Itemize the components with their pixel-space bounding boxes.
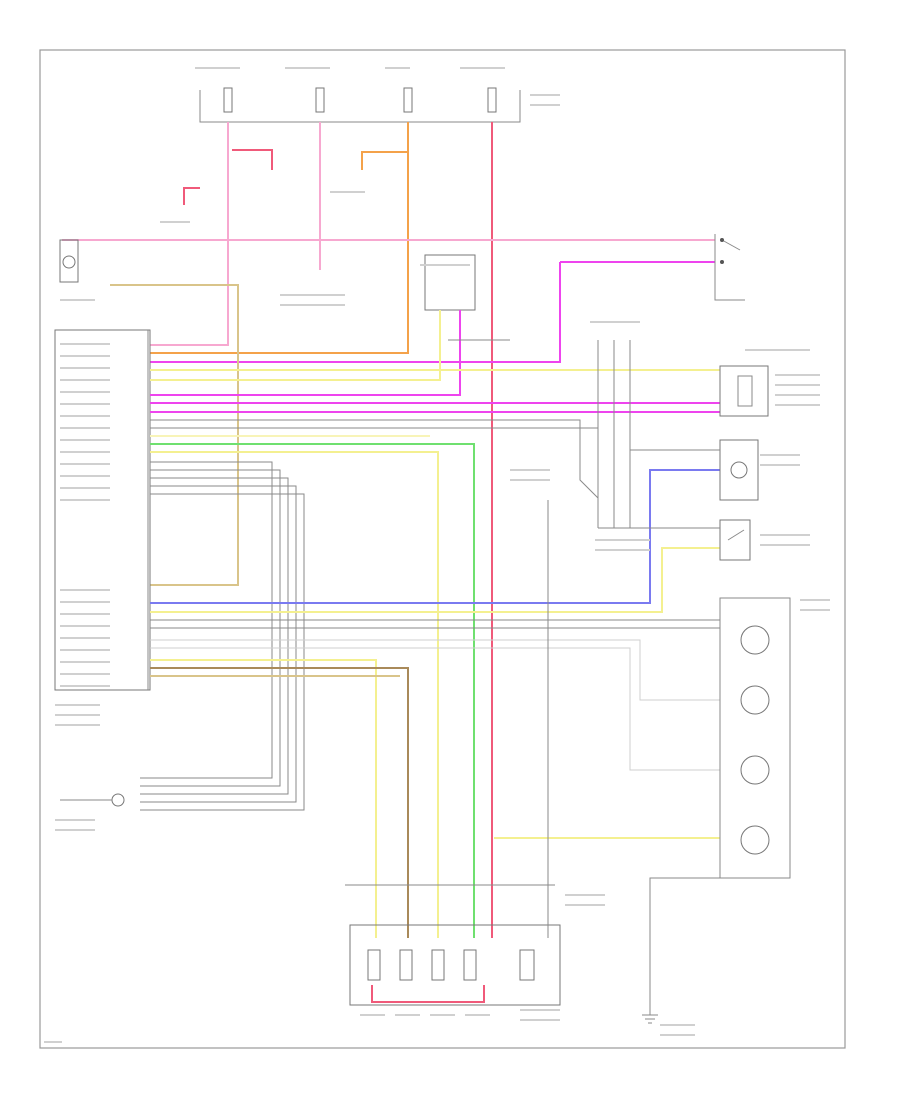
diagram-frame	[39, 49, 846, 1049]
solenoid-icon	[719, 365, 769, 417]
sensor-icon	[719, 439, 759, 501]
wire-gray-long	[150, 419, 599, 499]
ground-icon	[642, 1014, 658, 1024]
wire-lightgray-low	[150, 639, 720, 701]
wire-lightgray-low2	[150, 647, 720, 771]
fuse-block-bracket	[199, 90, 521, 123]
wire-gray-bundle5	[140, 493, 305, 811]
fuse-icon	[487, 87, 497, 113]
wire-yellow-low	[150, 547, 720, 613]
solenoid-icon	[463, 949, 477, 981]
fuse-icon	[223, 87, 233, 113]
sensor-icon	[59, 239, 79, 283]
pcm-connector-block	[54, 329, 151, 691]
wire-magenta-drop	[150, 262, 561, 363]
wire-gray-bundle3	[140, 477, 289, 795]
switch-icon	[714, 234, 745, 301]
solenoid-icon	[399, 949, 413, 981]
wire-yellow-center	[150, 310, 441, 381]
wire-yellow-tcc	[150, 659, 377, 938]
fuse-icon	[315, 87, 325, 113]
faint-labels	[44, 67, 830, 1043]
wire-magenta-center	[150, 310, 461, 396]
wire-red-branch	[183, 187, 200, 205]
switch-icon	[719, 519, 751, 561]
wire-orange	[361, 122, 409, 170]
fuse-icon	[403, 87, 413, 113]
transmission-solenoid-box	[349, 924, 561, 1006]
wire-yellow2-pcm	[150, 451, 439, 938]
wire-gray-ground	[649, 877, 720, 1015]
connector-icon	[60, 793, 125, 807]
wire-red-bottom	[371, 985, 485, 1003]
wire-pink-battery	[150, 122, 229, 346]
wire-brown-tcc	[150, 667, 409, 938]
wire-orange-pcm	[150, 152, 409, 354]
solenoid-icon	[431, 949, 445, 981]
wire-blue	[150, 469, 720, 604]
sensor-icon	[519, 949, 535, 981]
solenoid-icon	[367, 949, 381, 981]
wire-green-pcm	[150, 443, 475, 938]
wire-gray-bundle4	[140, 485, 297, 803]
wire-red-fuse	[232, 149, 273, 170]
connector-icon	[424, 254, 476, 311]
pressure-switch-assembly	[719, 597, 791, 879]
